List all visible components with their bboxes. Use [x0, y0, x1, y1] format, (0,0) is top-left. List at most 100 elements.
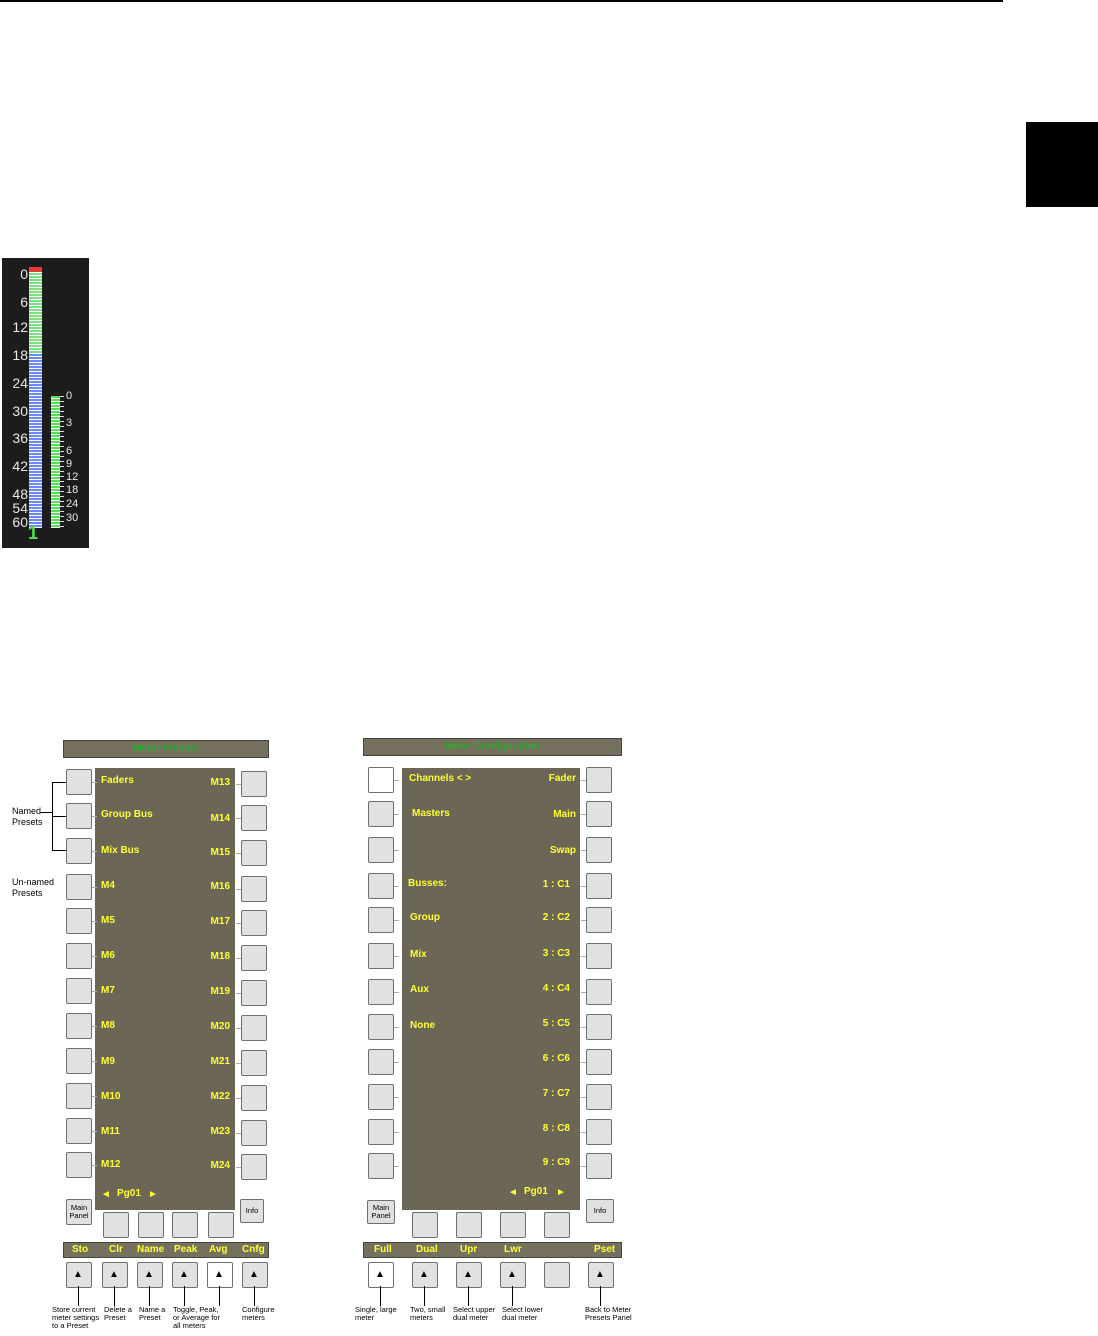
config-soft-key-1[interactable]: [412, 1212, 438, 1238]
callout-line: [424, 1286, 425, 1306]
preset-key-right-18[interactable]: [241, 945, 267, 971]
small-scale-label: 18: [66, 484, 79, 496]
preset-key-right-19[interactable]: [241, 980, 267, 1006]
config-key-right-10[interactable]: [586, 1084, 612, 1110]
up-arrow-icon: ▲: [144, 1269, 154, 1280]
callout-line: [149, 1286, 150, 1306]
preset-key-right-22[interactable]: [241, 1085, 267, 1111]
preset-key-left-2[interactable]: [66, 803, 92, 829]
config-label-c7: 7 : C7: [542, 1088, 570, 1099]
config-soft-key-2[interactable]: [456, 1212, 482, 1238]
config-key-right-5[interactable]: [586, 907, 612, 933]
preset-key-right-15[interactable]: [241, 840, 267, 866]
preset-key-left-7[interactable]: [66, 978, 92, 1004]
annotation-toggle: Toggle, Peak, or Average for all meters: [173, 1305, 220, 1330]
preset-function-key-6[interactable]: [242, 1262, 268, 1288]
preset-function-key-3[interactable]: [137, 1262, 163, 1288]
preset-key-right-23[interactable]: [241, 1120, 267, 1146]
preset-key-left-4[interactable]: [66, 874, 92, 900]
preset-label-17: M17: [210, 916, 230, 927]
config-key-right-9[interactable]: [586, 1049, 612, 1075]
key-connector: [236, 1098, 241, 1099]
preset-function-key-1[interactable]: [66, 1262, 92, 1288]
preset-label-11: M11: [101, 1126, 120, 1137]
key-connector: [581, 956, 586, 957]
function-label-lwr: Lwr: [504, 1244, 522, 1255]
preset-key-right-14[interactable]: [241, 805, 267, 831]
config-soft-key-3[interactable]: [500, 1212, 526, 1238]
key-connector: [394, 814, 399, 815]
up-arrow-icon: ▲: [249, 1269, 259, 1280]
preset-key-left-3[interactable]: [66, 838, 92, 864]
callout-line: [512, 1286, 513, 1306]
annotation-name: Name a Preset: [139, 1305, 166, 1322]
preset-key-right-13[interactable]: [241, 771, 267, 797]
preset-key-left-9[interactable]: [66, 1048, 92, 1074]
config-main-panel-button[interactable]: Main Panel: [367, 1200, 395, 1224]
preset-key-left-1[interactable]: [66, 769, 92, 795]
config-key-left-5[interactable]: [368, 907, 394, 933]
preset-soft-key-4[interactable]: [208, 1212, 234, 1238]
info-button[interactable]: Info: [240, 1199, 264, 1223]
config-function-key-5[interactable]: [544, 1262, 570, 1288]
preset-soft-key-3[interactable]: [172, 1212, 198, 1238]
config-key-right-12[interactable]: [586, 1153, 612, 1179]
key-connector: [236, 853, 241, 854]
config-key-left-8[interactable]: [368, 1014, 394, 1040]
config-function-key-4[interactable]: [500, 1262, 526, 1288]
preset-key-left-6[interactable]: [66, 943, 92, 969]
config-key-left-9[interactable]: [368, 1049, 394, 1075]
config-key-left-4[interactable]: [368, 873, 394, 899]
config-function-key-6[interactable]: [588, 1262, 614, 1288]
config-soft-key-4[interactable]: [544, 1212, 570, 1238]
config-key-left-12[interactable]: [368, 1153, 394, 1179]
callout-line: [254, 1286, 255, 1306]
presets-lcd-screen: [95, 768, 235, 1210]
config-info-button[interactable]: Info: [586, 1199, 614, 1223]
page-indicator: Pg01: [117, 1188, 141, 1199]
config-key-left-2[interactable]: [368, 801, 394, 827]
config-key-right-4[interactable]: [586, 873, 612, 899]
presets-panel-title: Meter Presets: [63, 740, 269, 758]
preset-key-left-11[interactable]: [66, 1118, 92, 1144]
preset-key-left-10[interactable]: [66, 1083, 92, 1109]
preset-soft-key-2[interactable]: [138, 1212, 164, 1238]
main-panel-button[interactable]: Main Panel: [66, 1199, 92, 1225]
config-key-left-10[interactable]: [368, 1084, 394, 1110]
preset-key-left-5[interactable]: [66, 908, 92, 934]
config-key-left-7[interactable]: [368, 979, 394, 1005]
preset-soft-key-1[interactable]: [103, 1212, 129, 1238]
key-connector: [394, 956, 399, 957]
config-key-right-3[interactable]: [586, 837, 612, 863]
key-connector: [394, 1097, 399, 1098]
preset-function-key-4[interactable]: [172, 1262, 198, 1288]
config-function-key-3[interactable]: [456, 1262, 482, 1288]
config-key-right-6[interactable]: [586, 943, 612, 969]
config-key-right-1[interactable]: [586, 767, 612, 793]
config-key-right-2[interactable]: [586, 801, 612, 827]
config-key-left-6[interactable]: [368, 943, 394, 969]
config-function-key-2[interactable]: [412, 1262, 438, 1288]
config-key-right-11[interactable]: [586, 1119, 612, 1145]
preset-key-left-12[interactable]: [66, 1152, 92, 1178]
key-connector: [92, 921, 97, 922]
meter-scale-label: 0: [20, 266, 28, 282]
config-key-left-1[interactable]: [368, 767, 394, 793]
config-function-key-1[interactable]: [368, 1262, 394, 1288]
config-key-left-11[interactable]: [368, 1119, 394, 1145]
meter-scale-label: 60: [12, 514, 28, 530]
preset-key-right-16[interactable]: [241, 876, 267, 902]
preset-key-right-20[interactable]: [241, 1015, 267, 1041]
preset-key-left-8[interactable]: [66, 1013, 92, 1039]
preset-key-right-24[interactable]: [241, 1154, 267, 1180]
key-connector: [581, 920, 586, 921]
preset-function-key-2[interactable]: [102, 1262, 128, 1288]
preset-key-right-17[interactable]: [241, 910, 267, 936]
config-key-right-7[interactable]: [586, 979, 612, 1005]
config-label-c6: 6 : C6: [542, 1053, 570, 1064]
config-key-right-8[interactable]: [586, 1014, 612, 1040]
config-key-left-3[interactable]: [368, 837, 394, 863]
key-connector: [92, 956, 97, 957]
preset-function-key-5[interactable]: [207, 1262, 233, 1288]
preset-key-right-21[interactable]: [241, 1050, 267, 1076]
